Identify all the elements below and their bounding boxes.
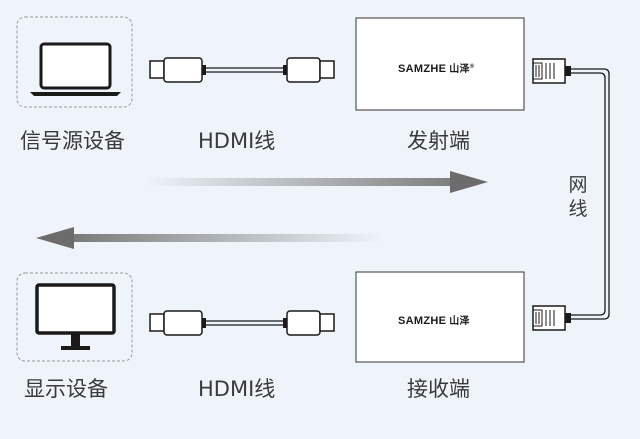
hdmi-cable-bottom-icon bbox=[149, 310, 335, 336]
display-device-label: 显示设备 bbox=[24, 377, 108, 401]
arrow-left bbox=[36, 227, 382, 249]
hdmi-cable-top-icon bbox=[149, 57, 335, 83]
monitor-icon bbox=[35, 283, 116, 350]
receiver-box bbox=[355, 271, 525, 363]
transmitter-box bbox=[355, 17, 525, 111]
arrow-right bbox=[145, 171, 488, 193]
source-device-label: 信号源设备 bbox=[20, 129, 125, 153]
network-cable-line bbox=[571, 68, 610, 320]
receiver-label: 接收端 bbox=[407, 377, 470, 401]
hdmi-cable-top-label: HDMI线 bbox=[198, 129, 276, 153]
rj45-connector-bottom-icon bbox=[532, 305, 571, 331]
display-device-frame bbox=[16, 272, 133, 362]
network-cable-label: 网 线 bbox=[566, 174, 590, 222]
laptop-icon bbox=[30, 42, 121, 96]
transmitter-label: 发射端 bbox=[407, 129, 470, 153]
network-cable-label-char-1: 网 bbox=[568, 174, 588, 196]
hdmi-cable-bottom-label: HDMI线 bbox=[198, 377, 276, 401]
network-cable-label-char-2: 线 bbox=[568, 197, 588, 220]
rj45-connector-top-icon bbox=[532, 58, 571, 84]
source-device-frame bbox=[16, 16, 133, 108]
